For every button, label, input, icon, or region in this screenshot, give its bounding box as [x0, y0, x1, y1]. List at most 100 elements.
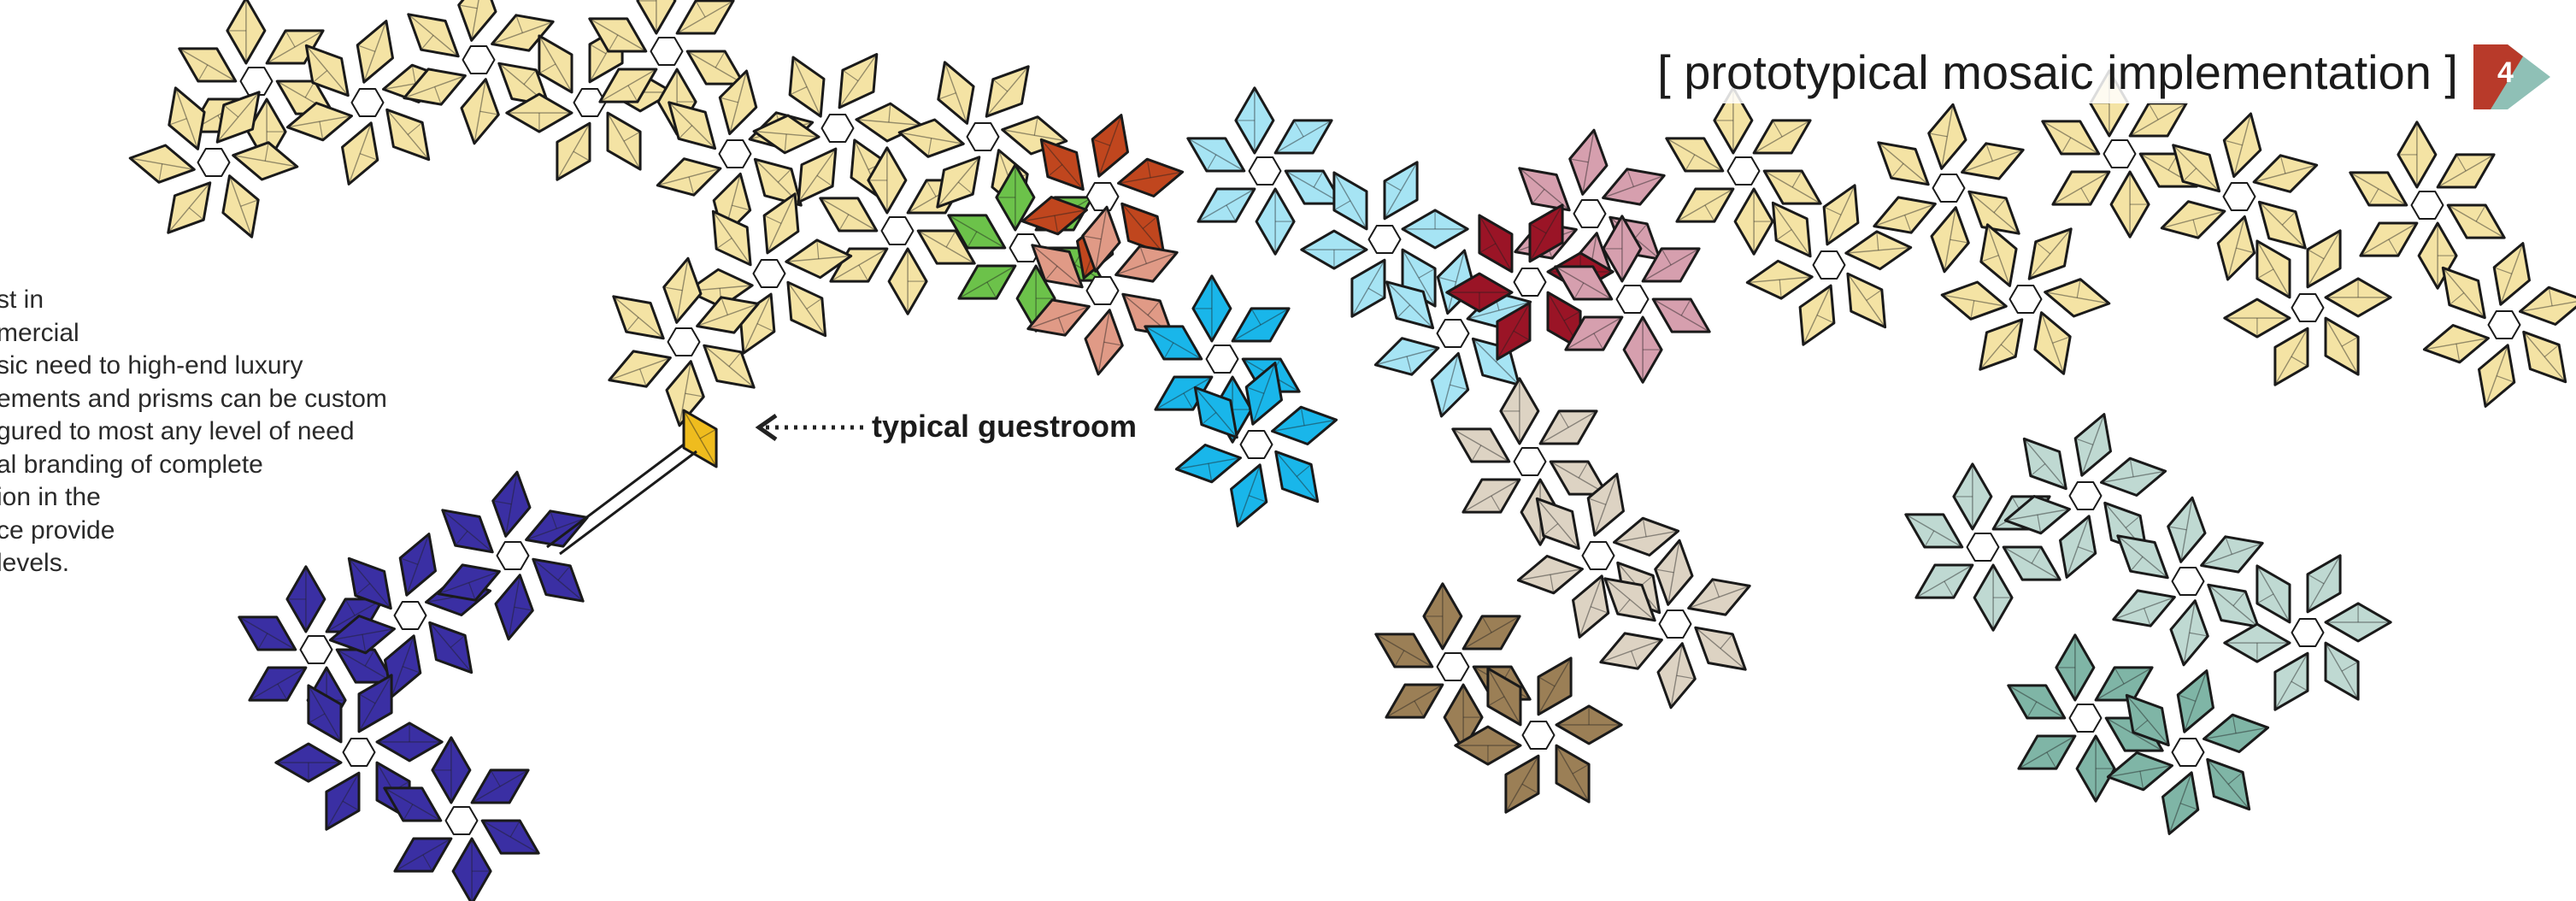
- cell-fold-line: [1572, 763, 1590, 774]
- mosaic-cell: [1846, 272, 1887, 329]
- cell-fold-line: [1772, 202, 1811, 257]
- cell-fold-line: [1578, 461, 1589, 479]
- mosaic-cell: [2075, 734, 2116, 803]
- mosaic-cell: [248, 666, 308, 702]
- mosaic-cell: [347, 556, 392, 610]
- cell-fold-line: [1655, 568, 1674, 574]
- cell-fold-line: [797, 148, 837, 203]
- cell-fold-line: [1027, 305, 1090, 330]
- mosaic-cell: [2223, 297, 2291, 339]
- mosaic-cell: [608, 350, 672, 388]
- mosaic-cell: [1117, 157, 1185, 197]
- cell-fold-line: [613, 296, 664, 339]
- cell-fold-line: [2044, 292, 2109, 304]
- cell-fold-line: [899, 132, 964, 144]
- cell-fold-line: [1147, 300, 1161, 316]
- cell-fold-line: [1980, 255, 1999, 262]
- mosaic-cell: [1451, 427, 1511, 463]
- cell-fold-line: [2030, 463, 2046, 477]
- cell-fold-line: [1941, 104, 1954, 169]
- mosaic-cell: [480, 819, 540, 855]
- mosaic-cell: [1084, 309, 1124, 376]
- mosaic-cell: [2487, 310, 2521, 339]
- cell-fold-line: [344, 598, 356, 616]
- cell-fold-line: [492, 500, 512, 505]
- cell-fold-line: [703, 344, 755, 388]
- mosaic-flower: [2349, 121, 2506, 290]
- cell-fold-line: [2173, 144, 2220, 192]
- mosaic-cell: [1537, 657, 1573, 716]
- mosaic-cell: [375, 721, 444, 763]
- mosaic-cell: [753, 157, 803, 207]
- mosaic-cell: [2446, 203, 2506, 239]
- cell-fold-line: [986, 281, 997, 299]
- cell-fold-line: [1274, 120, 1332, 154]
- mosaic-cell: [1234, 86, 1275, 155]
- cell-fold-line: [2455, 344, 2461, 362]
- cell-fold-line: [1569, 158, 1589, 163]
- cell-fold-line: [319, 121, 324, 140]
- mosaic-cell: [496, 541, 530, 570]
- cell-fold-line: [743, 293, 772, 354]
- cell-fold-line: [1950, 238, 1969, 244]
- cell-fold-line: [1248, 495, 1267, 503]
- cell-fold-line: [2325, 317, 2359, 375]
- cell-fold-line: [2008, 685, 2066, 719]
- cell-fold-line: [2291, 356, 2308, 367]
- cell-fold-line: [455, 530, 468, 546]
- mosaic-cell: [1230, 463, 1268, 527]
- cell-fold-line: [1763, 170, 1821, 204]
- cell-fold-line: [336, 649, 394, 683]
- cell-fold-line: [792, 56, 821, 117]
- cell-fold-line: [732, 204, 750, 211]
- mosaic-cell: [357, 674, 393, 733]
- mosaic-flower: [608, 256, 760, 427]
- mosaic-cell: [598, 68, 658, 103]
- cell-fold-line: [408, 14, 459, 57]
- cell-fold-line: [1518, 568, 1583, 581]
- mosaic-cell: [441, 509, 494, 554]
- mosaic-cell: [819, 197, 879, 233]
- mosaic-cell: [1516, 555, 1584, 595]
- cell-fold-line: [1556, 745, 1590, 803]
- mosaic-cell: [1239, 430, 1273, 459]
- mosaic-flower: [437, 470, 589, 641]
- cell-fold-line: [471, 0, 479, 41]
- cell-fold-line: [479, 110, 499, 115]
- mosaic-cell: [1174, 444, 1242, 484]
- description-line: sic need to high-end luxury: [0, 351, 303, 380]
- mosaic-cell: [1461, 478, 1521, 514]
- cell-fold-line: [1187, 138, 1245, 172]
- mosaic-cell: [1085, 182, 1120, 211]
- mosaic-cell: [2171, 567, 2205, 596]
- cell-fold-line: [468, 582, 476, 601]
- cell-fold-line: [2281, 211, 2297, 226]
- description-line: levels.: [0, 549, 70, 577]
- cell-fold-line: [1904, 215, 1912, 233]
- mosaic-cell: [239, 67, 273, 96]
- cell-fold-line: [858, 264, 869, 282]
- mosaic-cell: [1904, 513, 1964, 549]
- cell-fold-line: [609, 356, 671, 381]
- mosaic-cell: [1555, 744, 1591, 804]
- mosaic-cell: [428, 621, 473, 674]
- cell-fold-line: [2225, 536, 2232, 555]
- cell-fold-line: [264, 142, 269, 162]
- cell-fold-line: [1440, 353, 1459, 417]
- description-line: ion in the: [0, 483, 101, 511]
- cell-fold-line: [1232, 308, 1290, 342]
- cell-fold-line: [1667, 540, 1680, 605]
- cell-fold-line: [362, 634, 367, 653]
- cell-fold-line: [330, 627, 395, 641]
- cell-fold-line: [1582, 130, 1595, 195]
- mosaic-cell: [936, 156, 981, 209]
- mosaic-clusters: [128, 0, 2576, 901]
- cell-fold-line: [505, 472, 518, 537]
- description-line: al branding of complete: [0, 450, 263, 479]
- connector-line: [546, 443, 685, 549]
- cell-fold-line: [1985, 143, 1993, 162]
- mosaic-cell: [1930, 206, 1970, 274]
- cell-fold-line: [277, 683, 288, 701]
- cell-fold-line: [2307, 555, 2341, 613]
- mosaic-flower: [2422, 242, 2576, 408]
